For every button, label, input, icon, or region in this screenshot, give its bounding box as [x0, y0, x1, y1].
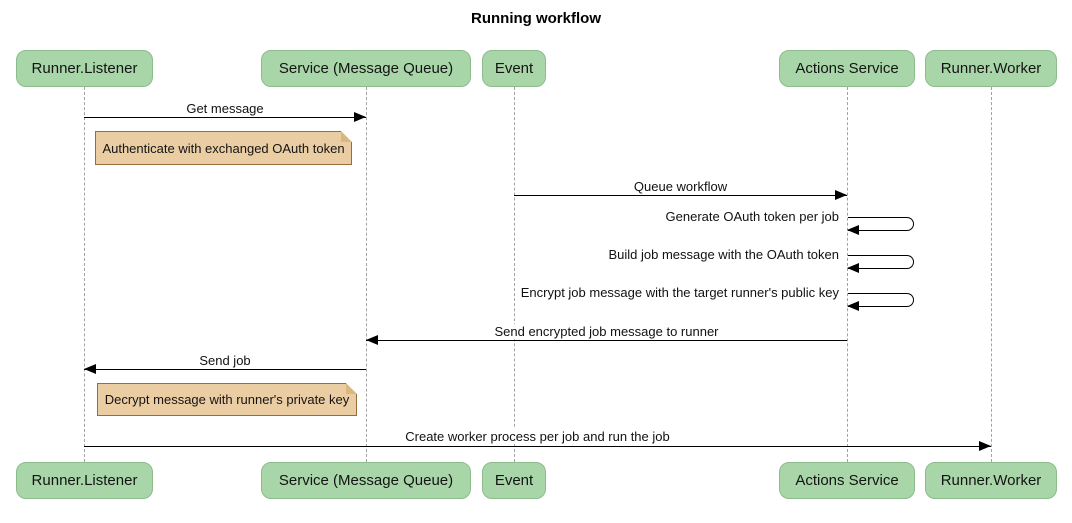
participant-bottom-actions-service: Actions Service [779, 462, 915, 499]
arrowhead-left-icon [84, 364, 96, 374]
arrowhead-left-icon [847, 263, 859, 273]
message-arrow-send-job [84, 369, 366, 370]
message-label-build-job-message: Build job message with the OAuth token [400, 247, 843, 262]
message-arrow-get-message [84, 117, 366, 118]
participant-top-runner-listener: Runner.Listener [16, 50, 153, 87]
message-arrow-queue-workflow [514, 195, 847, 196]
self-message-loop [848, 255, 914, 269]
note-authenticate: Authenticate with exchanged OAuth token [95, 131, 352, 165]
participant-top-actions-service: Actions Service [779, 50, 915, 87]
participant-bottom-event: Event [482, 462, 546, 499]
participant-top-service-message-queue: Service (Message Queue) [261, 50, 471, 87]
diagram-title: Running workflow [471, 10, 601, 27]
message-label-send-encrypted: Send encrypted job message to runner [366, 324, 847, 339]
arrowhead-right-icon [354, 112, 366, 122]
message-label-send-job: Send job [84, 353, 366, 368]
message-arrow-create-worker [84, 446, 991, 447]
lifeline-service-message-queue [366, 87, 367, 462]
message-label-encrypt-job-message: Encrypt job message with the target runn… [400, 285, 843, 300]
note-fold-icon [341, 131, 352, 142]
arrowhead-left-icon [366, 335, 378, 345]
arrowhead-left-icon [847, 225, 859, 235]
message-label-get-message: Get message [84, 101, 366, 116]
self-message-loop [848, 217, 914, 231]
note-decrypt: Decrypt message with runner's private ke… [97, 383, 357, 416]
message-label-create-worker: Create worker process per job and run th… [84, 429, 991, 444]
lifeline-runner-listener [84, 87, 85, 462]
participant-bottom-runner-worker: Runner.Worker [925, 462, 1057, 499]
arrowhead-left-icon [847, 301, 859, 311]
self-message-loop [848, 293, 914, 307]
participant-top-runner-worker: Runner.Worker [925, 50, 1057, 87]
lifeline-actions-service [847, 87, 848, 462]
participant-top-event: Event [482, 50, 546, 87]
note-fold-icon [346, 383, 357, 394]
participant-bottom-runner-listener: Runner.Listener [16, 462, 153, 499]
arrowhead-right-icon [835, 190, 847, 200]
message-label-queue-workflow: Queue workflow [514, 179, 847, 194]
participant-bottom-service-message-queue: Service (Message Queue) [261, 462, 471, 499]
arrowhead-right-icon [979, 441, 991, 451]
message-arrow-send-encrypted [366, 340, 847, 341]
lifeline-event [514, 87, 515, 462]
lifeline-runner-worker [991, 87, 992, 462]
message-label-generate-oauth-token: Generate OAuth token per job [400, 209, 843, 224]
